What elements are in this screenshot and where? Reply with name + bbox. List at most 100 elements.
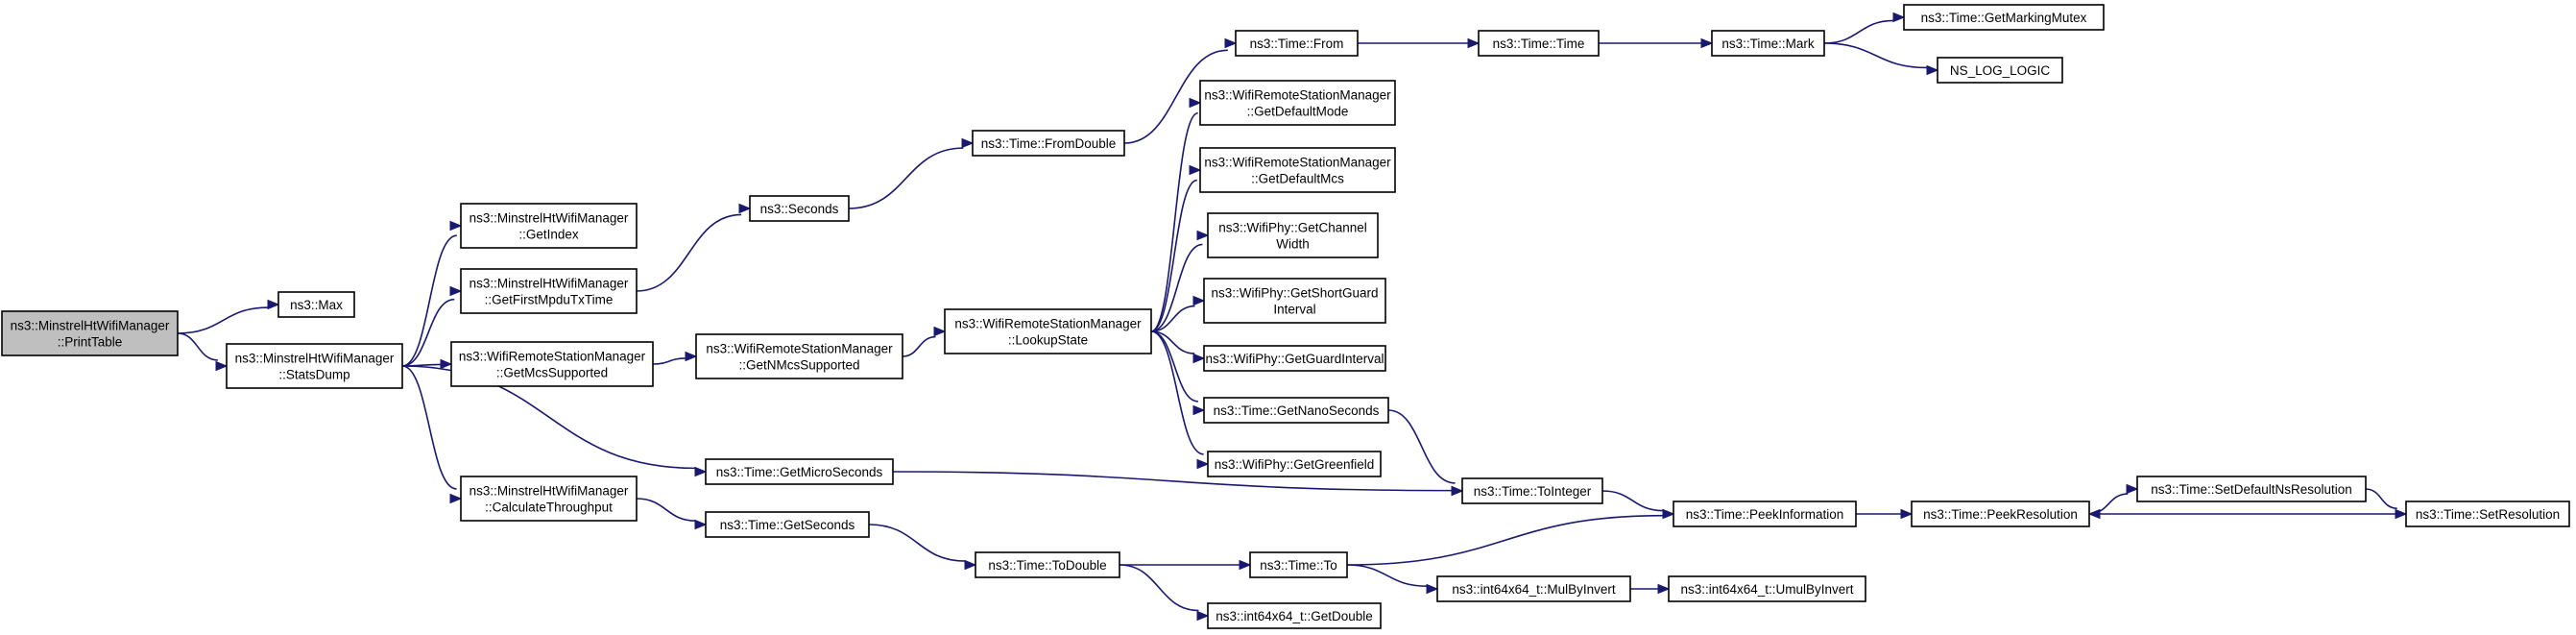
node-calcthroughput[interactable]: ns3::MinstrelHtWifiManager::CalculateThr… — [460, 476, 638, 522]
node-box-max[interactable] — [277, 291, 355, 318]
arrowhead-statsdump-to-getmicro — [694, 466, 708, 477]
node-box-setresolution[interactable] — [2405, 501, 2570, 527]
node-box-seconds[interactable] — [749, 195, 850, 222]
node-box-getnmcs[interactable] — [695, 333, 903, 379]
node-getgreenfield[interactable]: ns3::WifiPhy::GetGreenfield — [1207, 451, 1382, 477]
arrowhead-mark-to-nsloglogic — [1926, 64, 1939, 76]
node-box-getmarkingmutex[interactable] — [1903, 4, 2105, 31]
node-box-lookupstate[interactable] — [944, 308, 1152, 354]
edge-mark-to-nsloglogic — [1823, 42, 1928, 69]
node-label-mark-0: ns3::Time::Mark — [1721, 37, 1815, 51]
arrowhead-todouble-to-getdouble — [1196, 610, 1210, 622]
node-umulbyinvert[interactable]: ns3::int64x64_t::UmulByInvert — [1668, 575, 1866, 602]
node-label-timetime-0: ns3::Time::Time — [1493, 37, 1585, 51]
node-mulbyinvert[interactable]: ns3::int64x64_t::MulByInvert — [1436, 575, 1631, 602]
nodes-layer: ns3::MinstrelHtWifiManager::PrintTablens… — [1, 4, 2570, 629]
node-box-mulbyinvert[interactable] — [1436, 575, 1631, 602]
node-tointeger[interactable]: ns3::Time::ToInteger — [1461, 477, 1603, 504]
node-fromdouble[interactable]: ns3::Time::FromDouble — [972, 130, 1125, 157]
edge-tointeger-to-peekinfo — [1601, 490, 1664, 512]
node-label-lookupstate-0: ns3::WifiRemoteStationManager — [954, 317, 1142, 331]
node-box-fromdouble[interactable] — [972, 130, 1125, 157]
node-box-setdefaultns[interactable] — [2136, 476, 2367, 502]
edge-getmcssupported-to-getnmcs — [652, 357, 686, 365]
node-getseconds[interactable]: ns3::Time::GetSeconds — [705, 511, 870, 538]
node-box-getdefaultmode[interactable] — [1199, 80, 1396, 126]
node-peekinfo[interactable]: ns3::Time::PeekInformation — [1673, 501, 1857, 527]
node-box-getmcssupported[interactable] — [450, 341, 654, 387]
node-getdefaultmode[interactable]: ns3::WifiRemoteStationManager::GetDefaul… — [1199, 80, 1396, 126]
node-from[interactable]: ns3::Time::From — [1235, 30, 1359, 57]
node-timetime[interactable]: ns3::Time::Time — [1478, 30, 1600, 57]
node-getnano[interactable]: ns3::Time::GetNanoSeconds — [1203, 397, 1389, 424]
node-label-getmarkingmutex-0: ns3::Time::GetMarkingMutex — [1921, 11, 2087, 25]
edge-getnano-to-tointeger — [1387, 409, 1456, 484]
node-label-getnmcs-1: ::GetNMcsSupported — [738, 358, 859, 373]
node-box-statsdump[interactable] — [226, 343, 403, 389]
arrowhead-lookupstate-to-getnano — [1192, 404, 1206, 416]
node-lookupstate[interactable]: ns3::WifiRemoteStationManager::LookupSta… — [944, 308, 1152, 354]
node-box-nsloglogic[interactable] — [1937, 57, 2063, 84]
node-statsdump[interactable]: ns3::MinstrelHtWifiManager::StatsDump — [226, 343, 403, 389]
node-todouble[interactable]: ns3::Time::ToDouble — [975, 551, 1120, 578]
node-box-mark[interactable] — [1711, 30, 1825, 57]
node-getguardinterval[interactable]: ns3::WifiPhy::GetGuardInterval — [1203, 345, 1386, 372]
node-getfirstmpdu[interactable]: ns3::MinstrelHtWifiManager::GetFirstMpdu… — [460, 268, 638, 314]
node-getdefaultmcs[interactable]: ns3::WifiRemoteStationManager::GetDefaul… — [1199, 147, 1396, 193]
edge-getfirstmpdu-to-seconds — [636, 213, 742, 292]
node-max[interactable]: ns3::Max — [277, 291, 355, 318]
node-box-getdefaultmcs[interactable] — [1199, 147, 1396, 193]
node-box-todouble[interactable] — [975, 551, 1120, 578]
node-box-getdouble[interactable] — [1207, 602, 1382, 629]
node-box-printtable[interactable] — [1, 310, 179, 356]
arrowhead-getmcssupported-to-getnmcs — [685, 351, 698, 362]
edge-calcthroughput-to-getseconds — [636, 498, 696, 522]
node-mark[interactable]: ns3::Time::Mark — [1711, 30, 1825, 57]
node-box-getindex[interactable] — [460, 203, 638, 249]
edge-statsdump-to-calcthroughput — [401, 365, 457, 490]
node-label-getmcssupported-1: ::GetMcsSupported — [496, 366, 608, 380]
node-label-getgreenfield-0: ns3::WifiPhy::GetGreenfield — [1215, 457, 1375, 472]
node-box-getguardinterval[interactable] — [1203, 345, 1386, 372]
arrowhead-lookupstate-to-getshortguard — [1192, 295, 1206, 306]
node-label-nsloglogic-0: NS_LOG_LOGIC — [1950, 63, 2051, 78]
node-label-tointeger-0: ns3::Time::ToInteger — [1474, 484, 1592, 499]
node-box-tointeger[interactable] — [1461, 477, 1603, 504]
node-getdouble[interactable]: ns3::int64x64_t::GetDouble — [1207, 602, 1382, 629]
node-box-getchannelwidth[interactable] — [1207, 212, 1379, 258]
node-box-calcthroughput[interactable] — [460, 476, 638, 522]
node-box-getnano[interactable] — [1203, 397, 1389, 424]
arrowhead-statsdump-to-getindex — [449, 220, 463, 232]
node-box-getshortguard[interactable] — [1203, 278, 1386, 324]
node-box-getfirstmpdu[interactable] — [460, 268, 638, 314]
node-box-timeto[interactable] — [1249, 551, 1348, 578]
node-getnmcs[interactable]: ns3::WifiRemoteStationManager::GetNMcsSu… — [695, 333, 903, 379]
node-getindex[interactable]: ns3::MinstrelHtWifiManager::GetIndex — [460, 203, 638, 249]
node-box-timetime[interactable] — [1478, 30, 1600, 57]
node-getmarkingmutex[interactable]: ns3::Time::GetMarkingMutex — [1903, 4, 2105, 31]
edge-lookupstate-to-getdefaultmode — [1150, 111, 1199, 332]
node-setdefaultns[interactable]: ns3::Time::SetDefaultNsResolution — [2136, 476, 2367, 502]
node-box-umulbyinvert[interactable] — [1668, 575, 1866, 602]
node-box-getseconds[interactable] — [705, 511, 870, 538]
node-getmcssupported[interactable]: ns3::WifiRemoteStationManager::GetMcsSup… — [450, 341, 654, 387]
node-label-seconds-0: ns3::Seconds — [760, 202, 839, 216]
node-nsloglogic[interactable]: NS_LOG_LOGIC — [1937, 57, 2063, 84]
node-box-getmicro[interactable] — [705, 458, 894, 485]
node-box-getgreenfield[interactable] — [1207, 451, 1382, 477]
node-seconds[interactable]: ns3::Seconds — [749, 195, 850, 222]
node-timeto[interactable]: ns3::Time::To — [1249, 551, 1348, 578]
node-label-fromdouble-0: ns3::Time::FromDouble — [981, 136, 1117, 151]
node-box-from[interactable] — [1235, 30, 1359, 57]
node-box-peekresolution[interactable] — [1911, 501, 2090, 527]
node-box-peekinfo[interactable] — [1673, 501, 1857, 527]
edge-lookupstate-to-getgreenfield — [1150, 330, 1204, 455]
node-setresolution[interactable]: ns3::Time::SetResolution — [2405, 501, 2570, 527]
node-getmicro[interactable]: ns3::Time::GetMicroSeconds — [705, 458, 894, 485]
node-label-getindex-1: ::GetIndex — [518, 228, 579, 242]
node-peekresolution[interactable]: ns3::Time::PeekResolution — [1911, 501, 2090, 527]
node-printtable[interactable]: ns3::MinstrelHtWifiManager::PrintTable — [1, 310, 179, 356]
